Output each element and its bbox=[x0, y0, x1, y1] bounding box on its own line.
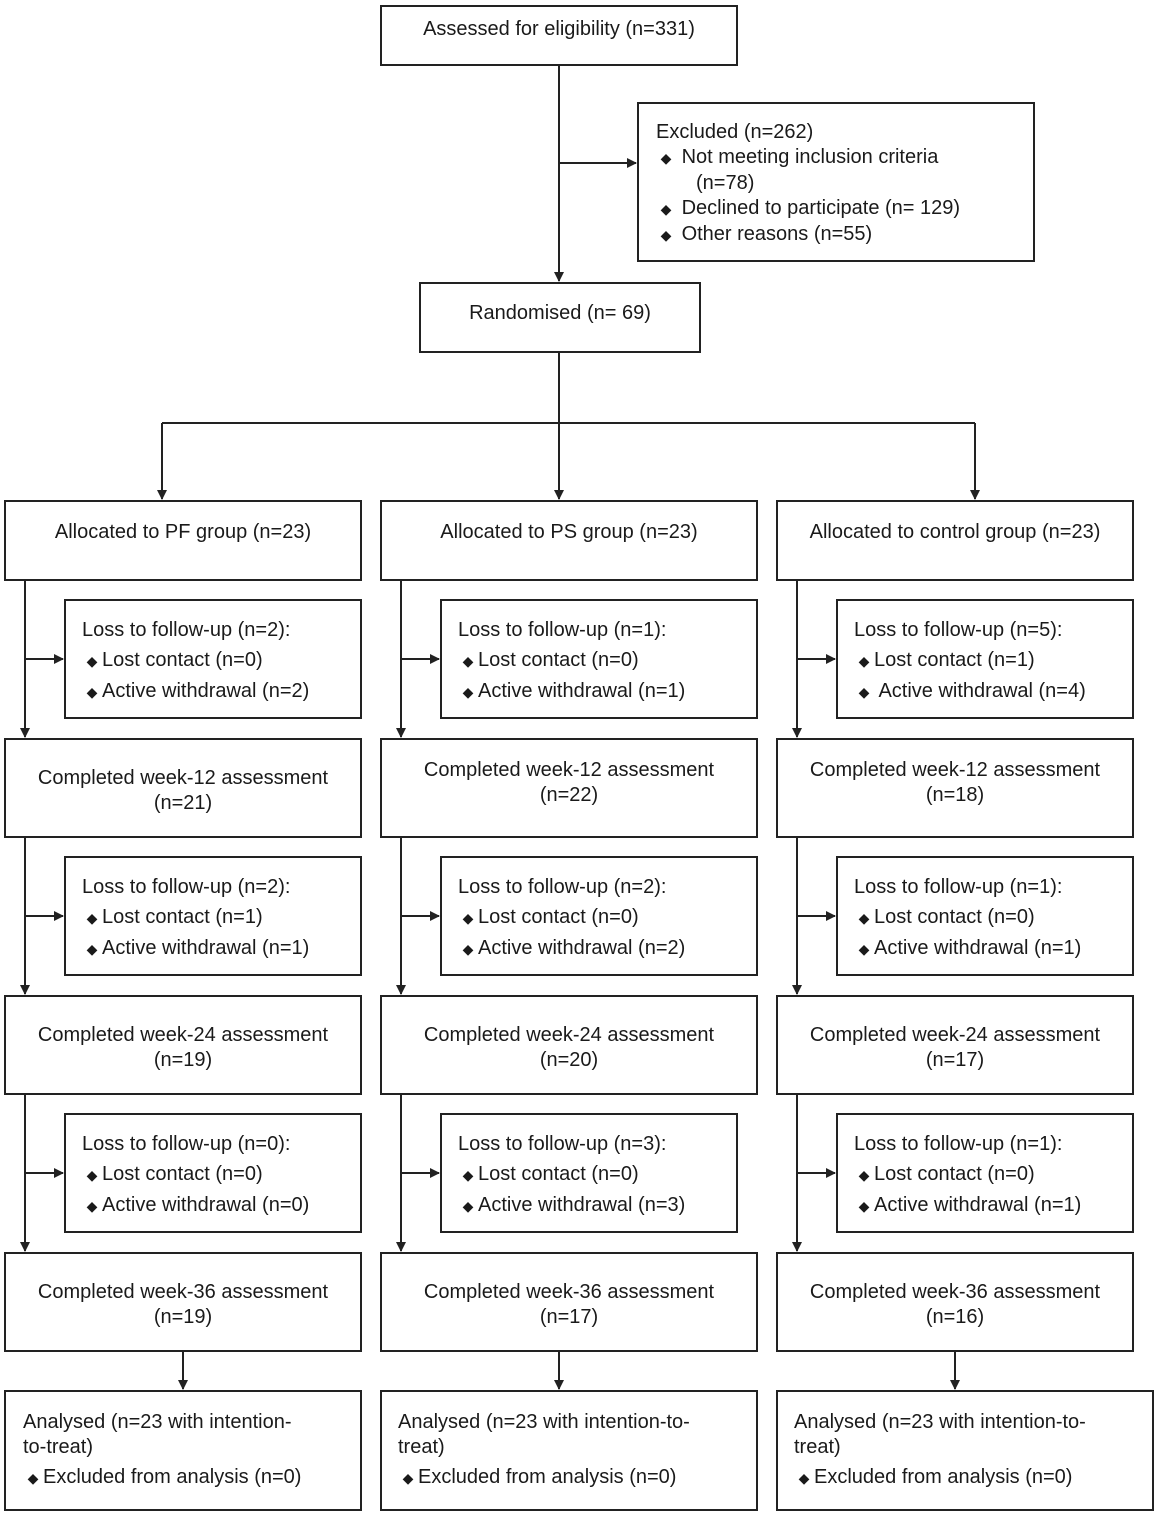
loss-box: Loss to follow-up (n=0): ◆Lost contact (… bbox=[64, 1113, 362, 1233]
week36-box: Completed week-36 assessment (n=17) bbox=[380, 1252, 758, 1352]
loss-box: Loss to follow-up (n=1): ◆Lost contact (… bbox=[836, 856, 1134, 976]
week36-box: Completed week-36 assessment (n=19) bbox=[4, 1252, 362, 1352]
excluded-item: Declined to participate (n= 129) bbox=[681, 197, 961, 219]
loss-box: Loss to follow-up (n=1): ◆Lost contact (… bbox=[836, 1113, 1134, 1233]
bullet-icon: ◆ bbox=[86, 1167, 98, 1183]
bullet-icon: ◆ bbox=[462, 1198, 474, 1214]
analysed-box: Analysed (n=23 with intention- to-treat)… bbox=[4, 1390, 362, 1511]
loss-box: Loss to follow-up (n=3): ◆Lost contact (… bbox=[440, 1113, 738, 1233]
excluded-box: Excluded (n=262) ◆ Not meeting inclusion… bbox=[637, 102, 1035, 262]
week24-box: Completed week-24 assessment (n=19) bbox=[4, 995, 362, 1095]
bullet-icon: ◆ bbox=[858, 1198, 870, 1214]
bullet-icon: ◆ bbox=[86, 684, 98, 700]
analysed-box: Analysed (n=23 with intention-to- treat)… bbox=[776, 1390, 1154, 1511]
week36-box: Completed week-36 assessment (n=16) bbox=[776, 1252, 1134, 1352]
bullet-icon: ◆ bbox=[462, 941, 474, 957]
bullet-icon: ◆ bbox=[462, 653, 474, 669]
week12-box: Completed week-12 assessment (n=21) bbox=[4, 738, 362, 838]
excluded-item: Other reasons (n=55) bbox=[681, 223, 873, 245]
loss-box: Loss to follow-up (n=2): ◆Lost contact (… bbox=[64, 856, 362, 976]
loss-box: Loss to follow-up (n=5): ◆Lost contact (… bbox=[836, 599, 1134, 719]
bullet-icon: ◆ bbox=[858, 910, 870, 926]
analysed-box: Analysed (n=23 with intention-to- treat)… bbox=[380, 1390, 758, 1511]
loss-box: Loss to follow-up (n=2): ◆Lost contact (… bbox=[440, 856, 758, 976]
bullet-icon: ◆ bbox=[858, 1167, 870, 1183]
bullet-icon: ◆ bbox=[660, 227, 672, 243]
loss-box: Loss to follow-up (n=1): ◆Lost contact (… bbox=[440, 599, 758, 719]
bullet-icon: ◆ bbox=[660, 150, 672, 166]
bullet-icon: ◆ bbox=[858, 941, 870, 957]
allocated-ps-box: Allocated to PS group (n=23) bbox=[380, 500, 758, 581]
bullet-icon: ◆ bbox=[402, 1470, 414, 1486]
bullet-icon: ◆ bbox=[858, 653, 870, 669]
excluded-item: (n=78) bbox=[696, 172, 755, 194]
bullet-icon: ◆ bbox=[798, 1470, 810, 1486]
loss-box: Loss to follow-up (n=2): ◆Lost contact (… bbox=[64, 599, 362, 719]
bullet-icon: ◆ bbox=[462, 1167, 474, 1183]
bullet-icon: ◆ bbox=[86, 653, 98, 669]
bullet-icon: ◆ bbox=[27, 1470, 39, 1486]
week12-box: Completed week-12 assessment (n=18) bbox=[776, 738, 1134, 838]
bullet-icon: ◆ bbox=[86, 1198, 98, 1214]
bullet-icon: ◆ bbox=[462, 910, 474, 926]
bullet-icon: ◆ bbox=[858, 684, 870, 700]
bullet-icon: ◆ bbox=[660, 201, 672, 217]
excluded-title: Excluded (n=262) bbox=[656, 121, 814, 143]
randomised-box: Randomised (n= 69) bbox=[419, 282, 701, 353]
randomised-text: Randomised (n= 69) bbox=[469, 302, 651, 324]
bullet-icon: ◆ bbox=[86, 941, 98, 957]
week24-box: Completed week-24 assessment (n=17) bbox=[776, 995, 1134, 1095]
assessed-box: Assessed for eligibility (n=331) bbox=[380, 5, 738, 66]
excluded-item: Not meeting inclusion criteria bbox=[681, 146, 939, 168]
allocated-pf-box: Allocated to PF group (n=23) bbox=[4, 500, 362, 581]
assessed-text: Assessed for eligibility (n=331) bbox=[423, 18, 695, 40]
week24-box: Completed week-24 assessment (n=20) bbox=[380, 995, 758, 1095]
allocated-control-box: Allocated to control group (n=23) bbox=[776, 500, 1134, 581]
bullet-icon: ◆ bbox=[462, 684, 474, 700]
week12-box: Completed week-12 assessment (n=22) bbox=[380, 738, 758, 838]
bullet-icon: ◆ bbox=[86, 910, 98, 926]
